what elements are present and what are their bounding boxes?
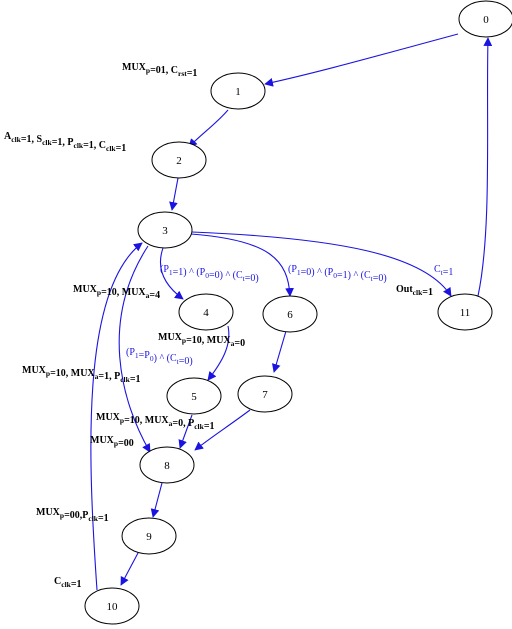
node-2: 2 [151, 141, 207, 179]
edge-label-10-3: Cclk=1 [54, 576, 82, 590]
node-9-label: 9 [146, 531, 152, 543]
edge-label-11-0: Outclk=1 [396, 284, 433, 298]
extra-label-2: MUXp=10, MUXa=1, Pclk=1 [22, 365, 141, 385]
node-11: 11 [437, 293, 493, 331]
edge-3-8 [118, 245, 151, 453]
edge-label-9-10: MUXp=00,Pclk=1 [36, 507, 109, 524]
edge-5-8 [178, 414, 193, 449]
node-1: 1 [210, 72, 266, 110]
node-4-label: 4 [203, 307, 209, 319]
edge-7-8 [194, 409, 251, 451]
edge-label-3-11: Ct=1 [434, 264, 453, 278]
edge-6-7 [272, 330, 287, 373]
edge-2-3 [169, 177, 179, 211]
node-1-label: 1 [235, 86, 241, 98]
edges [90, 33, 493, 591]
edge-3-11 [191, 231, 452, 297]
node-5-label: 5 [191, 391, 197, 403]
edge-1-2 [188, 109, 229, 148]
node-6: 6 [262, 295, 318, 333]
node-9: 9 [121, 517, 177, 555]
node-8: 8 [139, 446, 195, 484]
node-7-label: 7 [262, 389, 268, 401]
edge-label-0-1: MUXp=01, Crst=1 [122, 62, 197, 79]
edge-11-0 [477, 37, 493, 297]
edge-3-6 [190, 233, 294, 297]
edge-label-5-8: MUXp=10, MUXa=0, Pclk=1 [96, 412, 215, 432]
edge-4-5 [207, 325, 230, 381]
node-0-label: 0 [483, 14, 489, 26]
node-0: 0 [458, 0, 512, 38]
node-11-label: 11 [460, 307, 471, 319]
node-2-label: 2 [176, 155, 182, 167]
node-10: 10 [84, 587, 140, 625]
edge-0-1 [264, 33, 459, 87]
edge-label-1-2: Aclk=1, Sclk=1, Pclk=1, Cclk=1 [4, 131, 126, 154]
nodes: 0 1 2 3 4 5 6 7 [84, 0, 512, 625]
edge-3-4 [159, 247, 184, 300]
node-4: 4 [178, 293, 234, 331]
node-6-label: 6 [287, 309, 293, 321]
edge-10-3 [90, 242, 143, 591]
edge-8-9 [150, 482, 163, 518]
node-7: 7 [237, 375, 293, 413]
edge-label-8-9: MUXp=00 [90, 435, 134, 449]
edge-label-4-5: MUXp=10, MUXa=0 [158, 332, 245, 349]
edge-label-3-6: (P1=0) ^ (P0=1) ^ (Ct=0) [288, 264, 387, 284]
edge-9-10 [120, 552, 139, 586]
edge-labels: MUXp=01, Crst=1 Aclk=1, Sclk=1, Pclk=1, … [4, 62, 453, 590]
node-5: 5 [166, 377, 222, 415]
node-3-label: 3 [162, 225, 168, 237]
edge-label-3-4: (P1=1) ^ (P0=0) ^ (Ct=0) [160, 264, 259, 284]
extra-label-1: MUXp=10, MUXa=4 [73, 284, 160, 301]
node-8-label: 8 [164, 460, 170, 472]
node-10-label: 10 [107, 601, 119, 613]
node-3: 3 [137, 211, 193, 249]
edge-label-3-8: (P1=P0) ^ (Ct=0) [126, 347, 193, 367]
